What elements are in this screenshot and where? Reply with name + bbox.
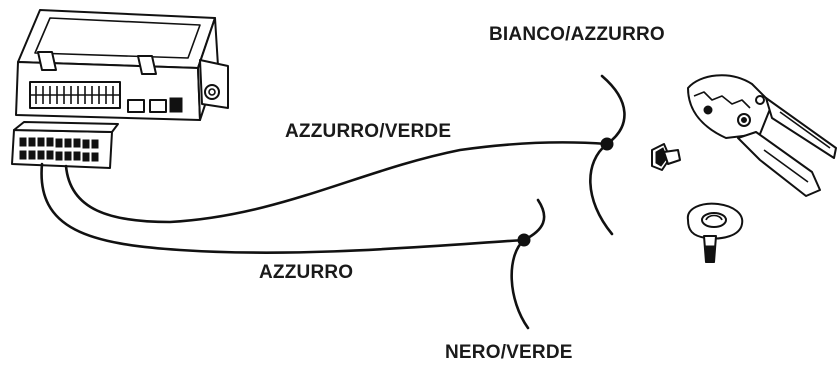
splice-point-lower	[517, 233, 531, 247]
wire-azzurro-verde	[64, 141, 609, 224]
label-azzurro-verde: AZZURRO/VERDE	[285, 121, 452, 142]
insulating-tape-icon	[686, 202, 744, 263]
label-nero-verde: NERO/VERDE	[445, 342, 573, 363]
label-azzurro: AZZURRO	[259, 262, 354, 283]
wire-nero-verde	[510, 198, 546, 330]
wire-azzurro	[40, 162, 526, 254]
crimping-pliers-icon	[687, 74, 837, 197]
splice-point-upper	[600, 137, 614, 151]
wiring-connector-icon	[11, 121, 119, 169]
crimp-connector-icon	[651, 143, 681, 171]
control-unit-icon	[15, 9, 229, 121]
label-bianco-azzurro: BIANCO/AZZURRO	[489, 24, 665, 45]
wire-bianco-azzurro	[589, 74, 626, 236]
